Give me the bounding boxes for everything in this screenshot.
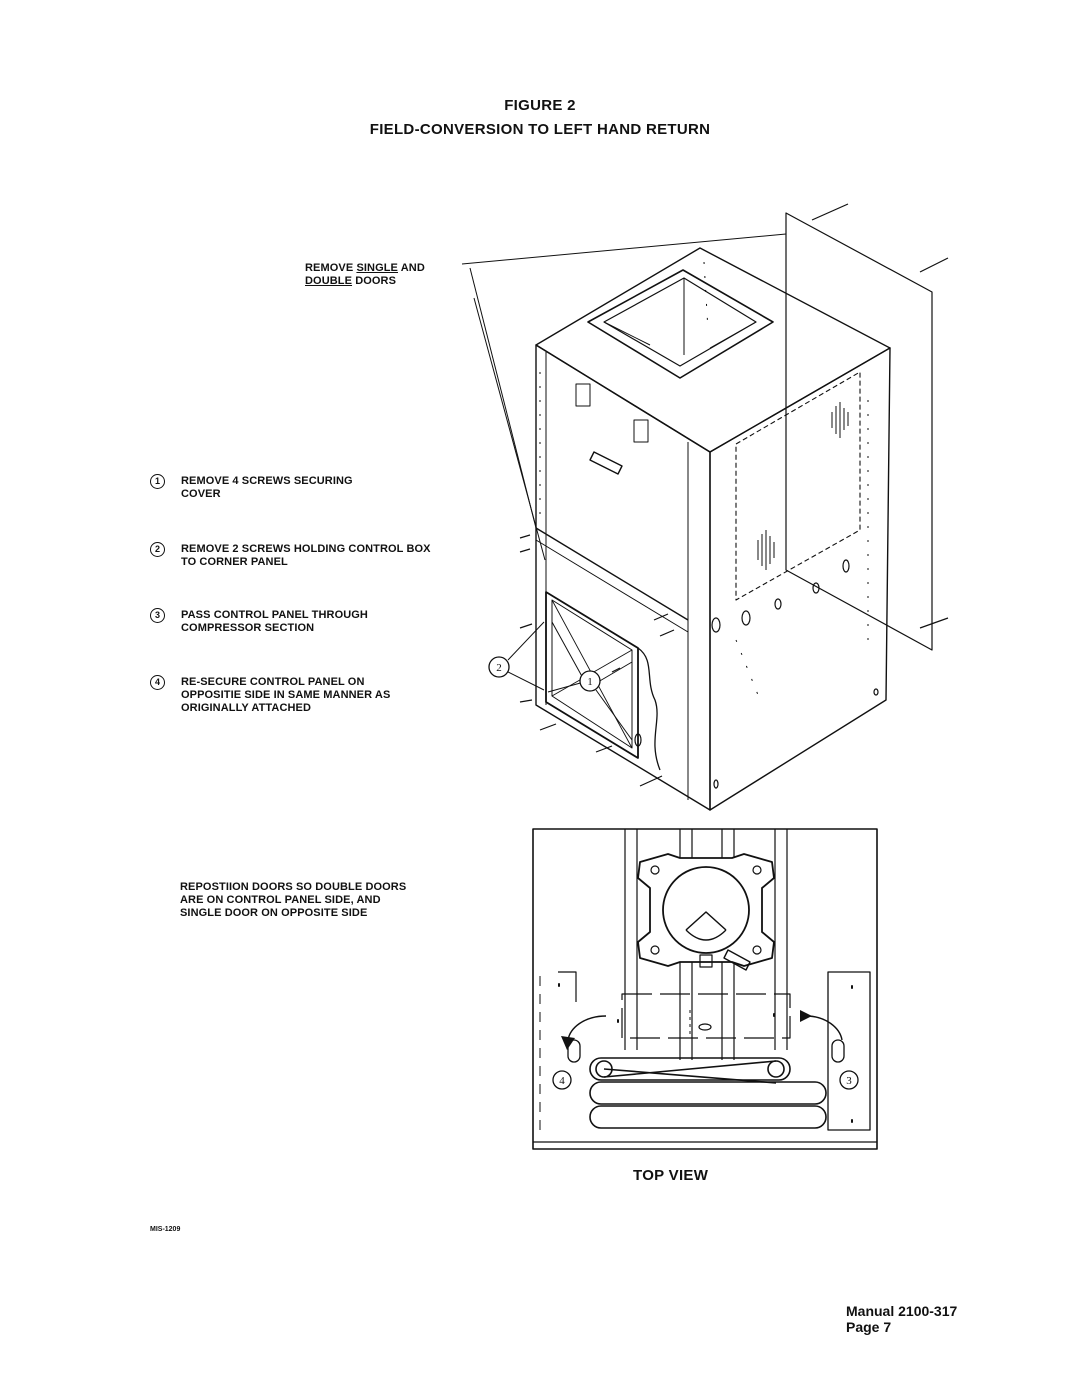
step-3: 3 PASS CONTROL PANEL THROUGH COMPRESSOR … (150, 608, 440, 635)
document-id: MIS-1209 (150, 1226, 181, 1233)
step-1-marker-label: 1 (587, 676, 593, 688)
remove-doors-callout: REMOVE SINGLE AND DOUBLE DOORS (305, 262, 475, 288)
callout-double: DOUBLE (305, 275, 353, 287)
step-4-marker: 4 (552, 1070, 572, 1090)
step-3-marker: 3 (839, 1070, 859, 1090)
page-footer: Manual 2100-317 Page 7 (846, 1303, 957, 1335)
top-view-label: TOP VIEW (633, 1167, 709, 1184)
step-3-text: PASS CONTROL PANEL THROUGH COMPRESSOR SE… (181, 609, 368, 634)
callout-leader-lines (461, 233, 787, 561)
reposition-note: REPOSTIION DOORS SO DOUBLE DOORS ARE ON … (180, 881, 407, 919)
step-1-text: REMOVE 4 SCREWS SECURING COVER (181, 475, 353, 500)
callout-suffix: DOORS (355, 275, 397, 287)
step-2-marker: 2 (488, 656, 510, 678)
step-4: 4 RE-SECURE CONTROL PANEL ON OPPOSITIE S… (150, 675, 440, 715)
step-4-text: RE-SECURE CONTROL PANEL ON OPPOSITIE SID… (181, 676, 391, 714)
callout-and: AND (400, 262, 425, 274)
page-number: Page 7 (846, 1319, 892, 1335)
step-3-number: 3 (150, 608, 165, 623)
step-3-marker-label: 3 (846, 1075, 852, 1087)
step-4-number: 4 (150, 675, 165, 690)
callout-prefix: REMOVE (305, 262, 354, 274)
step-1-marker: 1 (579, 670, 601, 692)
figure-number: FIGURE 2 (504, 97, 576, 114)
step-4-marker-label: 4 (559, 1075, 565, 1087)
step-1-number: 1 (150, 474, 165, 489)
callout-single: SINGLE (356, 262, 398, 274)
step-2: 2 REMOVE 2 SCREWS HOLDING CONTROL BOX TO… (150, 542, 440, 569)
step-1: 1 REMOVE 4 SCREWS SECURING COVER (150, 474, 440, 501)
figure-title: FIELD-CONVERSION TO LEFT HAND RETURN (369, 121, 711, 138)
cabinet-isometric (507, 203, 949, 811)
top-view-drawing (532, 828, 878, 1150)
manual-number: Manual 2100-317 (846, 1303, 958, 1319)
step-2-text: REMOVE 2 SCREWS HOLDING CONTROL BOX TO C… (181, 543, 431, 568)
step-2-marker-label: 2 (496, 662, 502, 674)
step-2-number: 2 (150, 542, 165, 557)
